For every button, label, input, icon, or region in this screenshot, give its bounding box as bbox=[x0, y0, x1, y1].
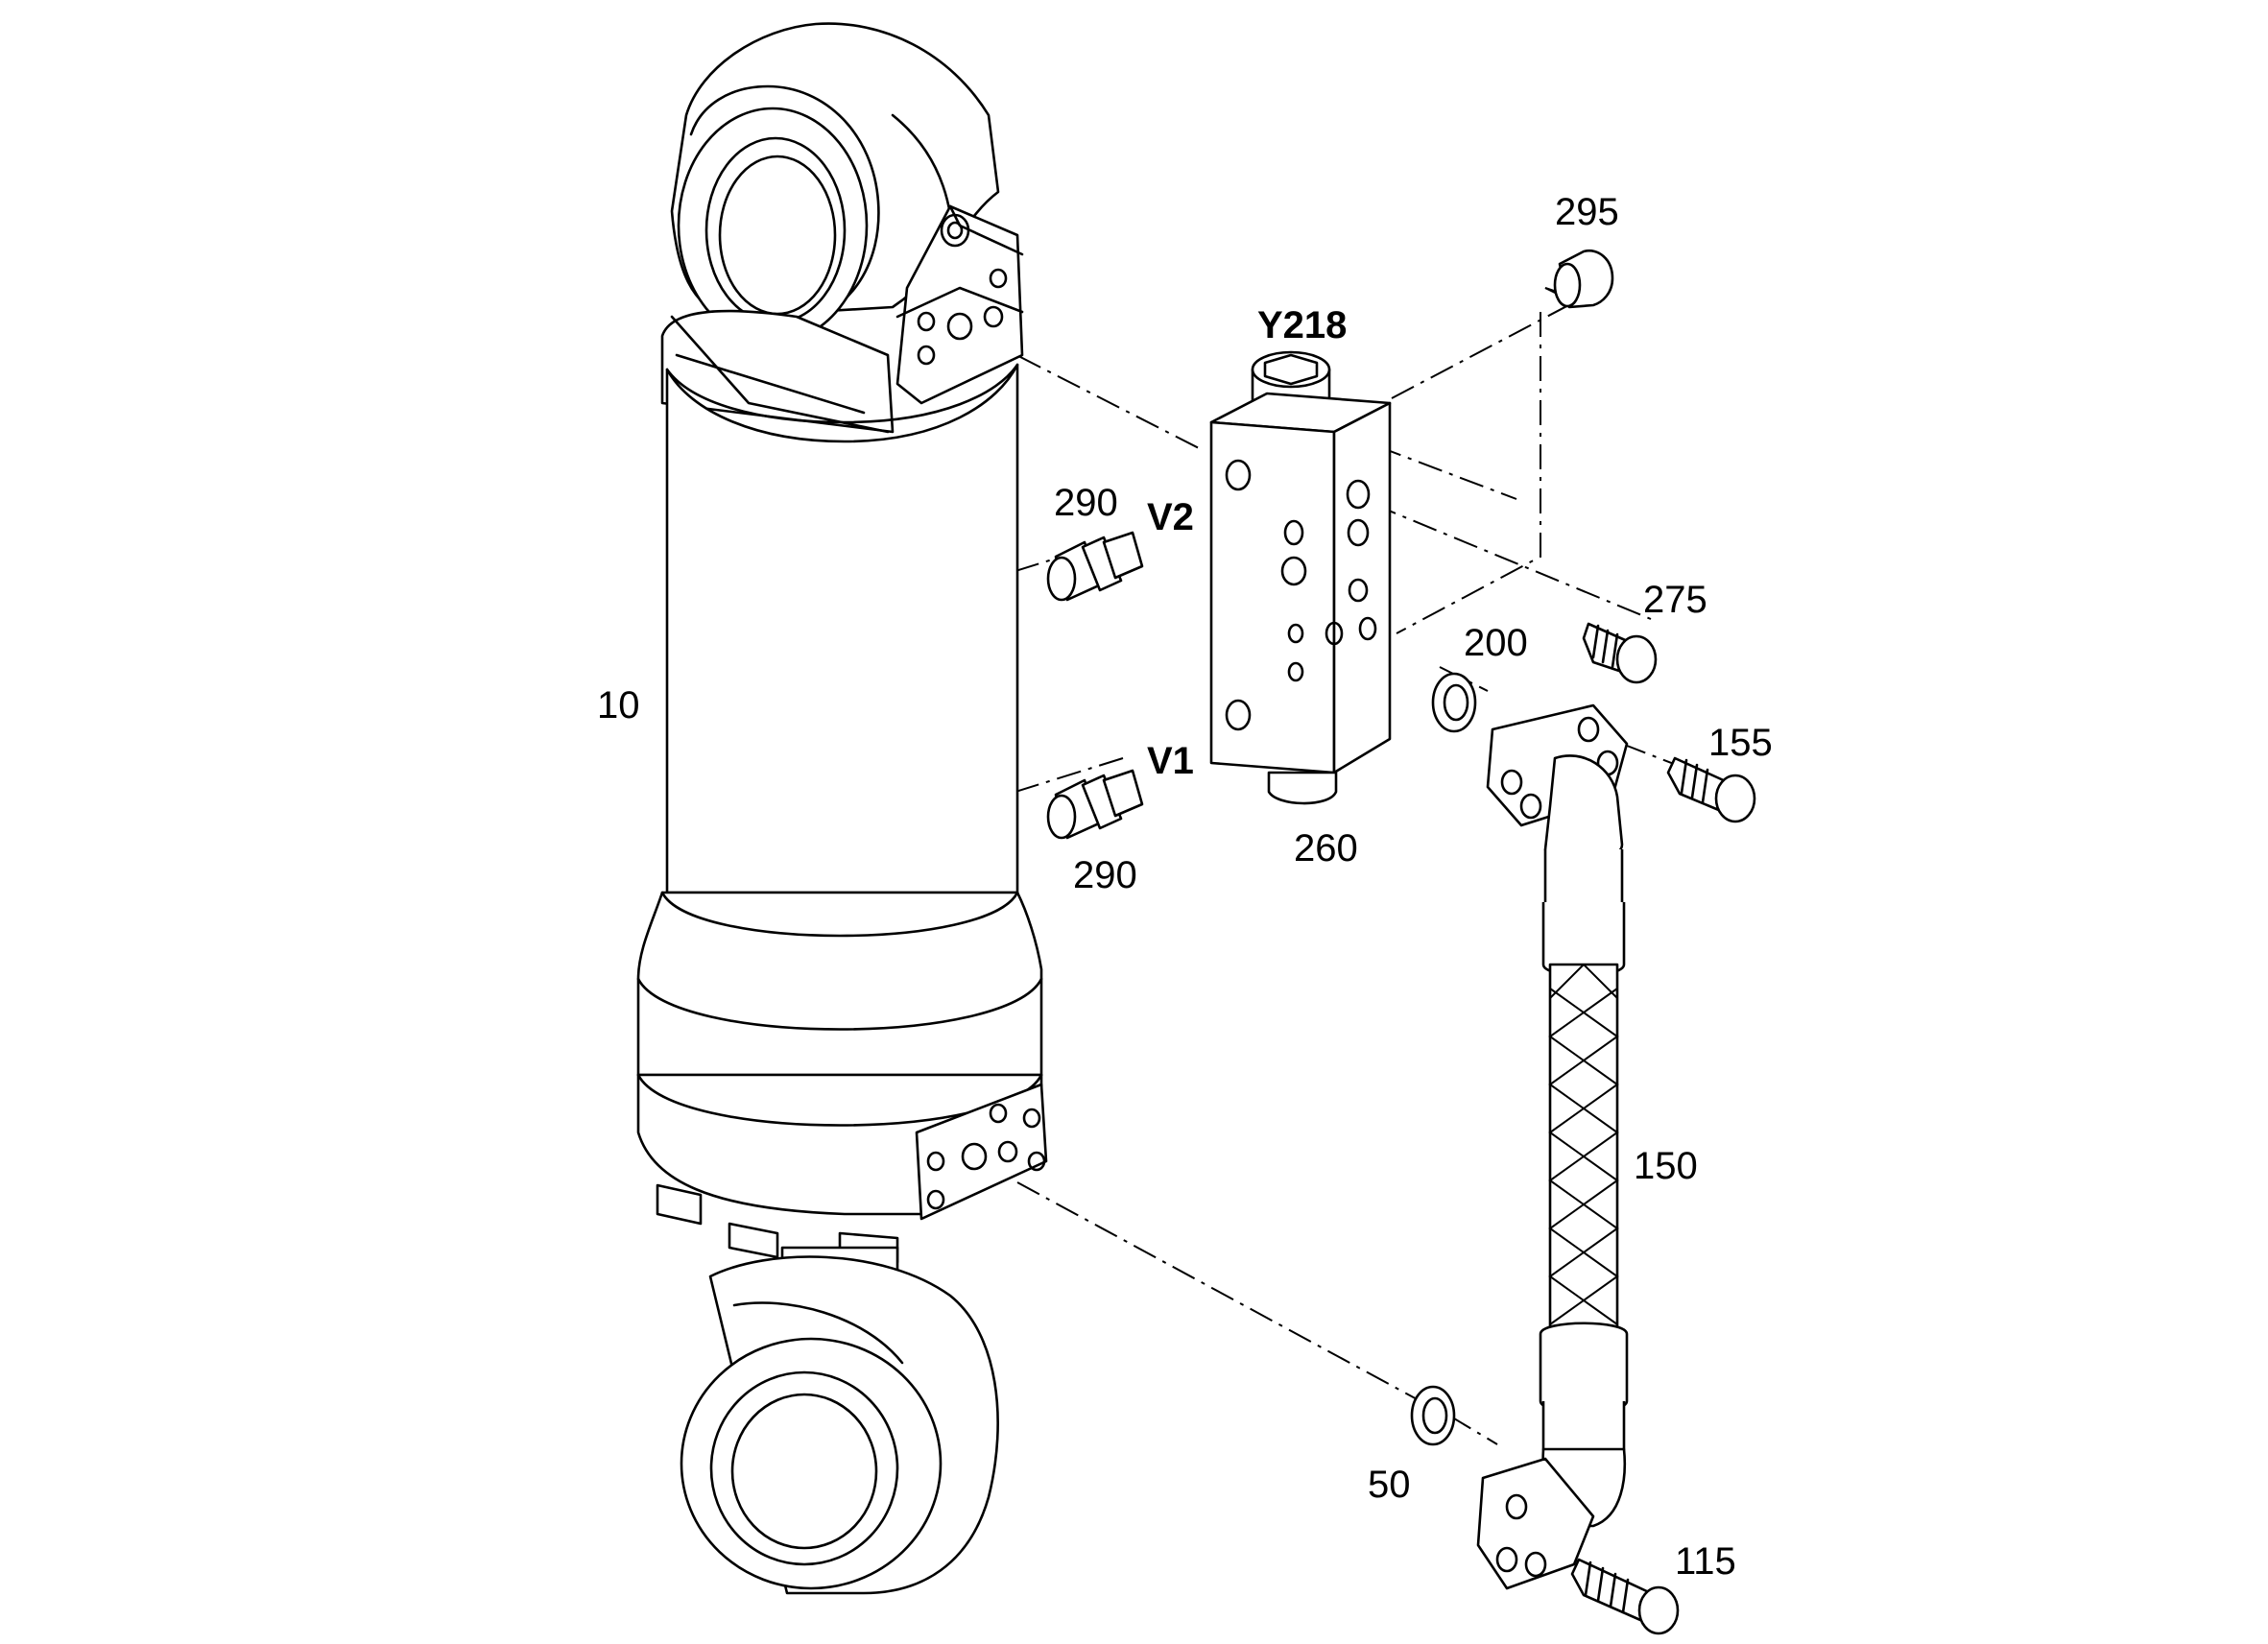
callout-290-lower: 290 bbox=[1073, 854, 1137, 896]
callout-290-upper: 290 bbox=[1054, 482, 1118, 524]
hose-assembly-150 bbox=[1476, 703, 1629, 1590]
callout-y218: Y218 bbox=[1257, 304, 1347, 346]
valve-block-front bbox=[1209, 420, 1336, 774]
bottom-eye-bore bbox=[709, 1370, 899, 1566]
callout-10: 10 bbox=[597, 684, 640, 727]
callout-labels: 10 50 115 150 155 200 260 275 290 290 29… bbox=[597, 191, 1773, 1583]
port-label-v1: V1 bbox=[1147, 740, 1194, 782]
port-label-v2: V2 bbox=[1147, 496, 1194, 538]
fitting-290-upper bbox=[1046, 531, 1144, 602]
callout-295: 295 bbox=[1555, 191, 1619, 233]
seal-ring-200 bbox=[1431, 672, 1477, 733]
callout-50: 50 bbox=[1368, 1464, 1411, 1506]
screw-275 bbox=[1582, 622, 1658, 684]
lower-port-block bbox=[915, 1083, 1048, 1221]
cylinder-barrel bbox=[665, 363, 1019, 894]
seal-ring-50 bbox=[1410, 1385, 1456, 1446]
screw-115 bbox=[1570, 1558, 1680, 1635]
callout-155: 155 bbox=[1708, 722, 1773, 764]
hydraulic-cylinder bbox=[636, 22, 1048, 1595]
plug-295 bbox=[1553, 249, 1614, 309]
valve-block-side bbox=[1332, 401, 1392, 774]
center-lines bbox=[968, 287, 1709, 1580]
fitting-290-lower bbox=[1046, 769, 1144, 840]
callout-275: 275 bbox=[1643, 579, 1707, 621]
callout-115: 115 bbox=[1675, 1540, 1736, 1583]
callout-200: 200 bbox=[1464, 622, 1528, 664]
screw-155 bbox=[1666, 756, 1756, 823]
callout-260: 260 bbox=[1294, 827, 1358, 870]
valve-block bbox=[1209, 350, 1392, 805]
callout-150: 150 bbox=[1634, 1145, 1698, 1187]
